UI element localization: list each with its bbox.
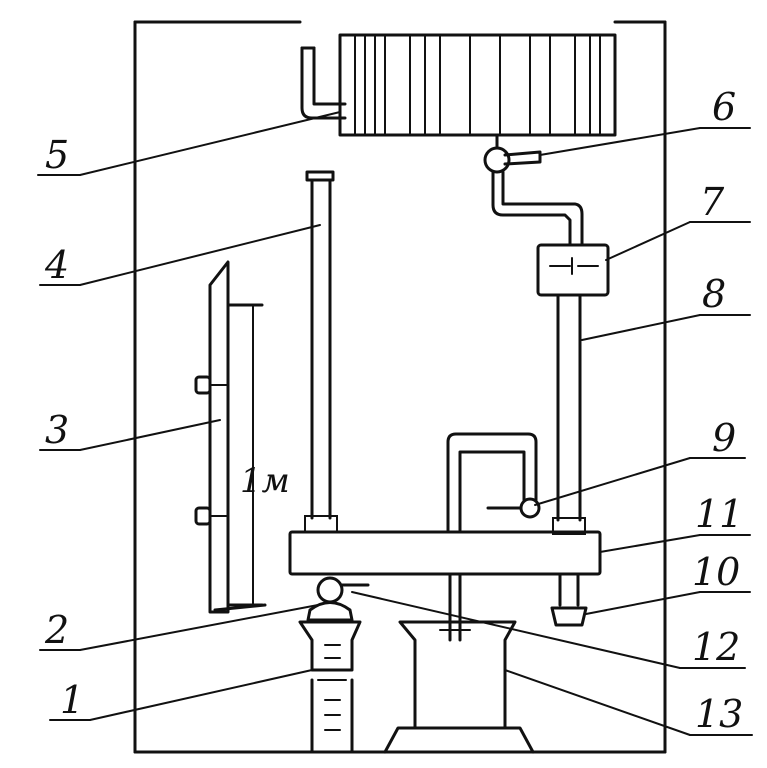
label-11: 11 (695, 492, 743, 536)
label-12: 12 (692, 625, 740, 669)
nut (550, 572, 588, 627)
flow-meter-box (536, 243, 610, 297)
label-10: 10 (692, 550, 740, 594)
label-2: 2 (44, 608, 69, 652)
label-7: 7 (700, 180, 725, 224)
label-13: 13 (695, 692, 743, 736)
rod (439, 572, 471, 642)
ruler (194, 260, 267, 614)
tall-tube (304, 170, 338, 533)
label-5: 5 (45, 133, 69, 177)
label-4: 4 (44, 243, 69, 287)
valve-top (483, 133, 584, 247)
label-6: 6 (712, 85, 736, 129)
u-tube (446, 432, 541, 532)
label-9: 9 (712, 416, 736, 460)
vertical-pipe (552, 293, 586, 535)
dimension-label: 1м (240, 461, 290, 501)
beam (288, 530, 602, 576)
label-8: 8 (702, 272, 726, 316)
valve-bottom (306, 576, 370, 622)
label-3: 3 (45, 408, 69, 452)
frame (133, 20, 667, 754)
tank (300, 33, 617, 137)
leader-lines (37, 111, 753, 736)
label-1: 1 (60, 678, 84, 722)
cylinder (298, 620, 362, 754)
vessel (383, 620, 535, 754)
